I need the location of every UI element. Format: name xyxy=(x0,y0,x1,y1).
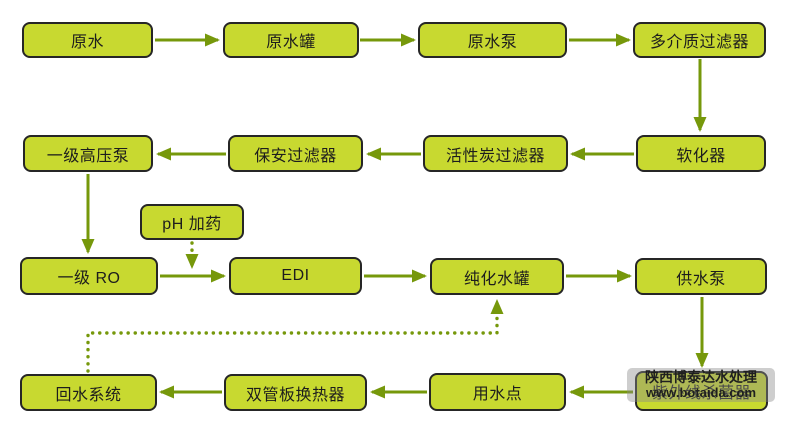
node-edi: EDI xyxy=(229,257,362,295)
node-security-filter: 保安过滤器 xyxy=(228,135,363,172)
node-purified-water-tank: 纯化水罐 xyxy=(430,258,564,295)
node-activated-carbon-filter: 活性炭过滤器 xyxy=(423,135,568,172)
node-softener: 软化器 xyxy=(636,135,766,172)
node-water-supply-pump: 供水泵 xyxy=(635,258,767,295)
node-first-stage-ro: 一级 RO xyxy=(20,257,158,295)
node-raw-water: 原水 xyxy=(22,22,153,58)
node-first-stage-hp-pump: 一级高压泵 xyxy=(23,135,153,172)
node-water-use-point: 用水点 xyxy=(429,373,566,411)
node-return-water-system: 回水系统 xyxy=(20,374,157,411)
node-ph-dosing: pH 加药 xyxy=(140,204,244,240)
node-raw-water-pump: 原水泵 xyxy=(418,22,567,58)
node-uv-sterilizer: 紫外线杀菌器 xyxy=(635,371,768,411)
node-raw-water-tank: 原水罐 xyxy=(223,22,359,58)
arrow-return-loop-dotted xyxy=(86,299,504,373)
node-multi-media-filter: 多介质过滤器 xyxy=(633,22,766,58)
node-double-tube-heat-exchanger: 双管板换热器 xyxy=(224,374,367,411)
